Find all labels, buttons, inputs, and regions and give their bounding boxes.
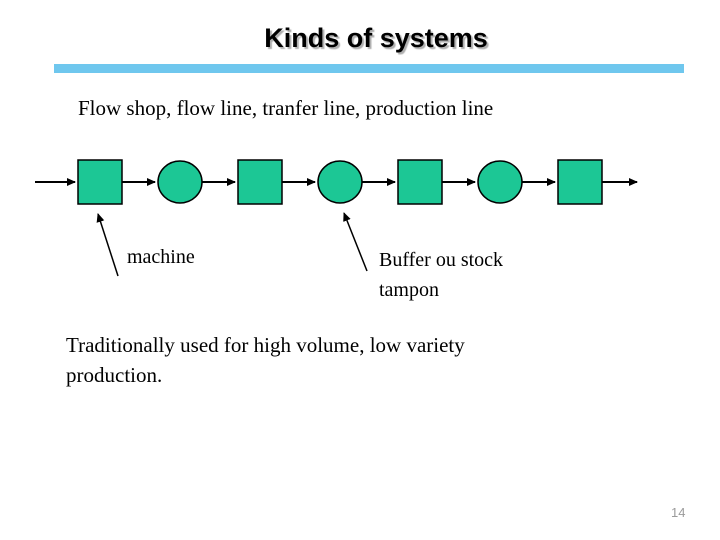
buffer-pointer-arrow	[343, 212, 368, 272]
buffer-circle-node	[477, 160, 523, 204]
title-underline-bar	[54, 64, 684, 73]
machine-square-node	[237, 159, 283, 205]
subtitle-text: Flow shop, flow line, tranfer line, prod…	[78, 96, 494, 120]
flow-line-diagram	[35, 159, 638, 277]
body-text: Traditionally used for high volume, low …	[66, 333, 465, 387]
machine-label: machine	[127, 246, 195, 268]
machine-pointer-arrow	[96, 213, 119, 277]
machine-square-node	[397, 159, 443, 205]
machine-square-node	[557, 159, 603, 205]
buffer-label-line1: Buffer ou stock	[379, 249, 504, 271]
machine-square-node	[77, 159, 123, 205]
buffer-label-line2: tampon	[379, 279, 439, 301]
buffer-circle-node	[157, 160, 203, 204]
buffer-circle-node	[317, 160, 363, 204]
slide-title: Kinds of systems	[264, 23, 488, 53]
buffer-label: Buffer ou stock tampon	[379, 245, 503, 305]
page-number: 14	[671, 505, 686, 520]
